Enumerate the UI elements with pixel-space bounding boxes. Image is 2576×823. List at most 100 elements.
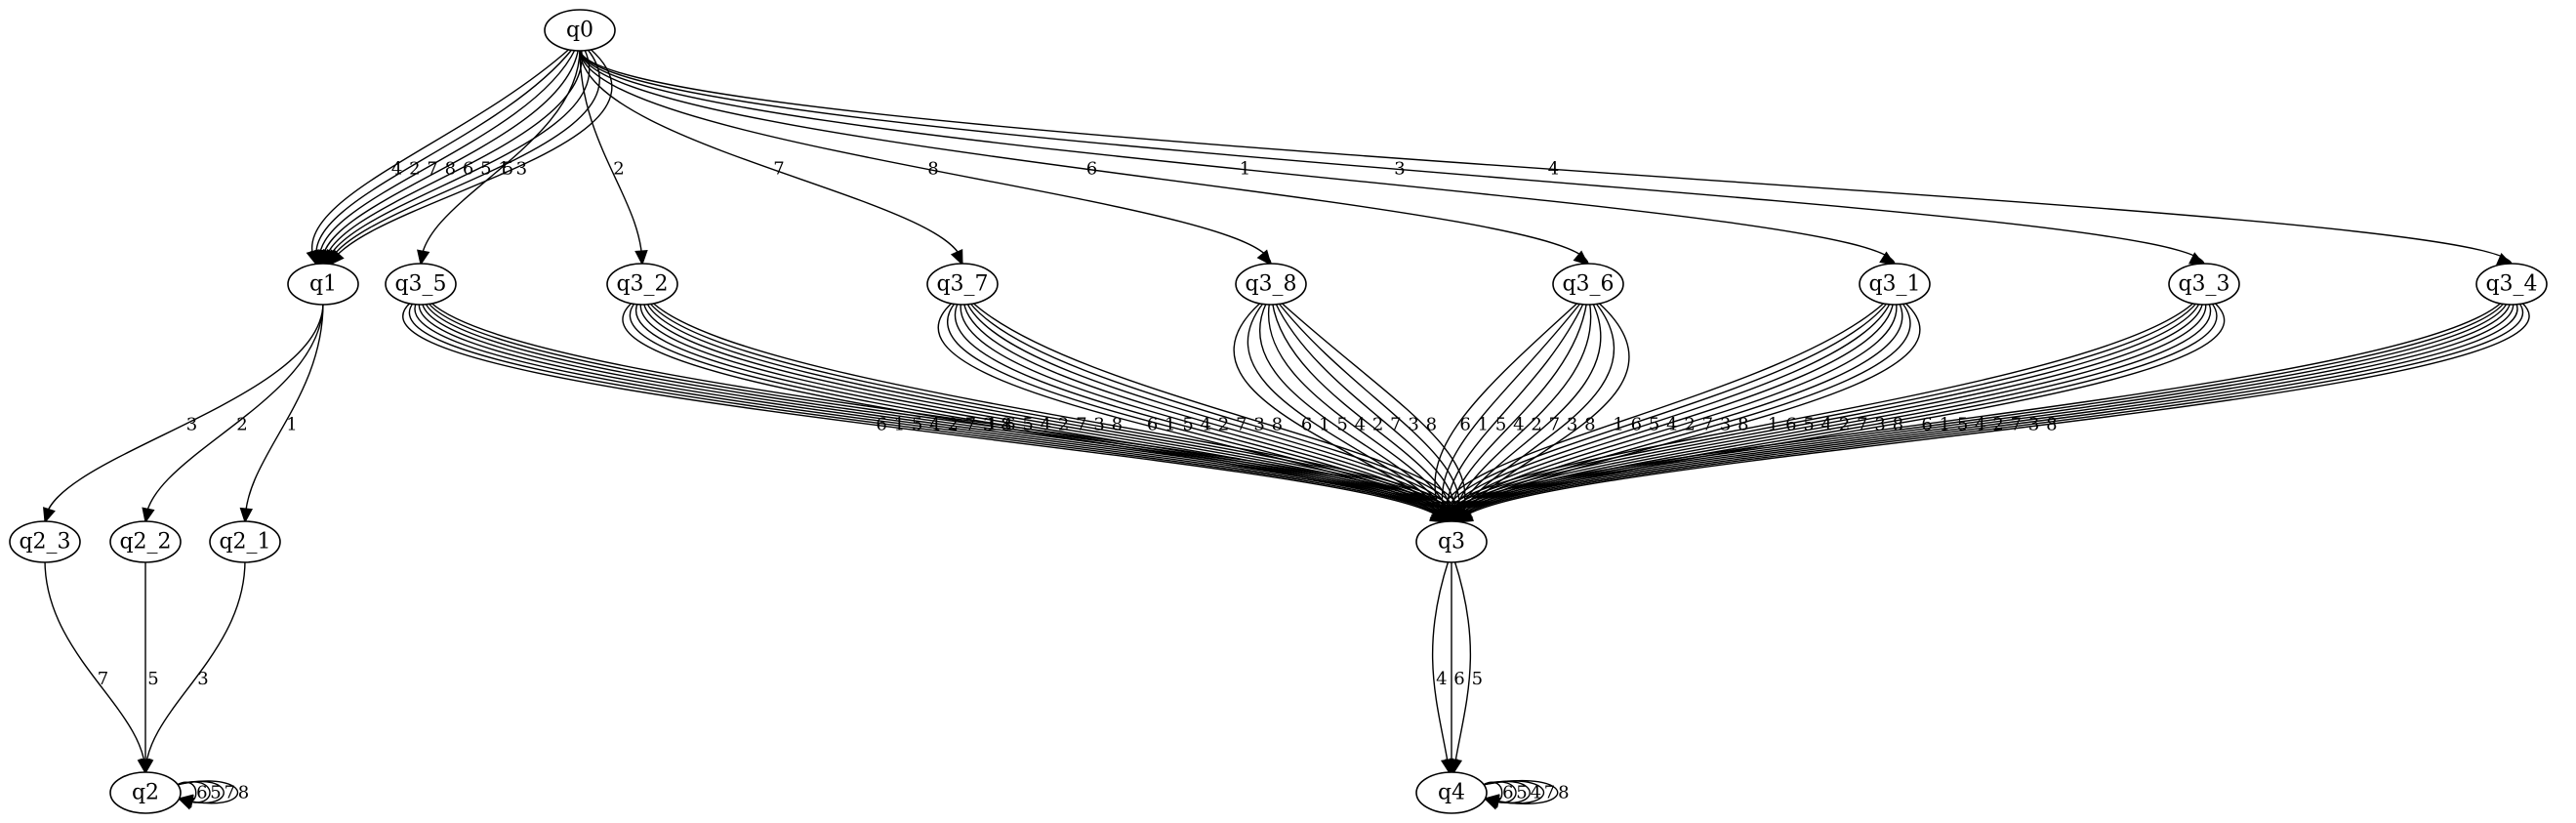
state-node-q2_3[interactable]: q2_3 <box>9 520 81 563</box>
node-label: q2_1 <box>219 530 270 555</box>
edge-label: 7 <box>965 415 976 435</box>
edge-q2_3-to-q2: 7 <box>44 559 150 775</box>
edge-q3-to-q4: 6 <box>1445 560 1465 775</box>
state-node-q3[interactable]: q3 <box>1415 520 1488 563</box>
state-node-q2[interactable]: q2 <box>109 771 182 814</box>
edge-label: 5 <box>210 782 221 802</box>
state-node-q3_1[interactable]: q3_1 <box>1859 263 1931 306</box>
state-node-q3_3[interactable]: q3_3 <box>2168 263 2240 306</box>
state-node-q3_7[interactable]: q3_7 <box>926 263 999 306</box>
edge-line <box>968 302 1458 523</box>
node-label: q3 <box>1438 530 1465 555</box>
edge-label: 8 <box>1584 415 1595 435</box>
edge-q3_8-to-q3: 6 <box>1233 302 1446 523</box>
edge-line <box>1457 302 2530 523</box>
state-node-q3_8[interactable]: q3_8 <box>1235 263 1307 306</box>
edge-line <box>325 48 591 266</box>
edge-q0-to-q3_6: 6 <box>579 48 1589 266</box>
node-shape <box>2475 263 2548 306</box>
edge-q4-to-q4: 8 <box>1482 779 1570 807</box>
edge-line <box>1457 302 2226 523</box>
node-shape <box>1415 520 1488 563</box>
state-node-q3_2[interactable]: q3_2 <box>606 263 678 306</box>
nodes-layer: q0 q1 q3_5 q3_2 q3_7 q3_8 q3_6 q3_1 q3_3 q3_4 q2_3… <box>9 9 2548 814</box>
edge-label: 3 <box>1567 415 1577 435</box>
edge-q3_2-to-q3: 4 <box>639 302 1452 523</box>
edge-q1-to-q2_1: 1 <box>239 302 324 524</box>
state-node-q3_6[interactable]: q3_6 <box>1552 263 1624 306</box>
state-node-q3_4[interactable]: q3_4 <box>2475 263 2548 306</box>
node-label: q3_6 <box>1562 272 1614 297</box>
edge-line <box>954 302 1450 523</box>
edge-line <box>327 48 600 266</box>
edge-label: 1 <box>1940 415 1950 435</box>
state-node-q4[interactable]: q4 <box>1415 771 1488 814</box>
edge-line <box>960 302 1452 523</box>
state-node-q2_1[interactable]: q2_1 <box>209 520 281 563</box>
edge-line <box>1448 302 2509 523</box>
arrowhead <box>43 507 56 524</box>
edge-label: 3 <box>186 415 197 435</box>
edge-label: 1 <box>1768 415 1779 435</box>
edge-line <box>1452 302 2515 523</box>
edge-label: 5 <box>480 158 491 179</box>
state-node-q3_5[interactable]: q3_5 <box>385 263 457 306</box>
edge-q2_2-to-q2: 5 <box>139 559 159 775</box>
edge-label: 4 <box>1436 669 1447 689</box>
edge-line <box>947 302 1448 523</box>
edge-line <box>402 302 1446 523</box>
edge-label: 1 <box>894 415 905 435</box>
edge-label: 7 <box>225 782 235 802</box>
edge-label: 8 <box>238 782 249 802</box>
edge-label: 3 <box>1874 415 1885 435</box>
state-node-q2_2[interactable]: q2_2 <box>109 520 182 563</box>
edge-label: 5 <box>503 158 513 179</box>
edge-label: 4 <box>1531 782 1541 802</box>
edge-q3_2-to-q3: 2 <box>642 302 1453 523</box>
edge-label: 6 <box>1631 415 1642 435</box>
edge-q3-to-q4: 4 <box>1431 559 1454 775</box>
state-node-q1[interactable]: q1 <box>287 263 359 306</box>
node-label: q3_7 <box>936 272 988 297</box>
edge-q3_3-to-q3: 7 <box>1453 302 2212 523</box>
edge-line <box>1453 302 2518 523</box>
edge-line <box>1233 302 1446 523</box>
edge-q3_3-to-q3: 8 <box>1456 302 2226 523</box>
node-shape <box>544 9 616 52</box>
edge-line <box>1247 302 1448 523</box>
edge-label: 8 <box>1558 782 1569 802</box>
edge-line <box>639 302 1452 523</box>
edge-line <box>427 302 1457 523</box>
edge-label: 8 <box>1893 415 1903 435</box>
edge-label: 6 <box>1004 415 1015 435</box>
edge-label: 4 <box>1666 415 1677 435</box>
edge-line <box>144 302 324 523</box>
edge-line <box>1271 302 1453 523</box>
edge-line <box>44 559 146 774</box>
edge-q0-to-q1: 5 <box>325 48 591 267</box>
edge-line <box>408 302 1448 523</box>
edge-line <box>1482 779 1559 804</box>
edge-label: 1 <box>498 158 509 179</box>
edge-label: 4 <box>1513 415 1524 435</box>
edge-line <box>937 302 1446 523</box>
edge-label: 2 <box>1218 415 1229 435</box>
node-label: q4 <box>1438 781 1465 805</box>
edge-label: 3 <box>1720 415 1731 435</box>
edge-q3_5-to-q3: 6 <box>402 302 1447 523</box>
edge-line <box>630 302 1448 523</box>
edge-label: 2 <box>1531 415 1541 435</box>
node-shape <box>606 263 678 306</box>
edge-label: 7 <box>1549 415 1560 435</box>
edge-q3_2-to-q3: 8 <box>652 302 1460 524</box>
edge-q3_4-to-q3: 5 <box>1448 302 2509 523</box>
edge-line <box>645 302 1455 523</box>
edge-q3-to-q4: 5 <box>1449 559 1483 775</box>
edge-label: 8 <box>1272 415 1283 435</box>
node-label: q3_8 <box>1245 272 1296 297</box>
edge-label: 8 <box>2046 415 2057 435</box>
edge-line <box>318 48 577 266</box>
state-node-q0[interactable]: q0 <box>544 9 616 52</box>
node-shape <box>109 771 182 814</box>
